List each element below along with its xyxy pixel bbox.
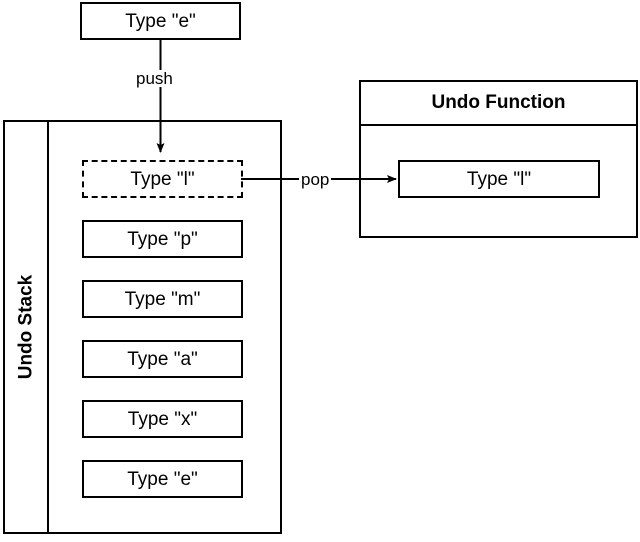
push-source-box: Type "e" xyxy=(80,2,241,40)
undo-stack-container: Undo Stack Type "l" Type "p" Type "m" Ty… xyxy=(3,120,282,534)
undo-function-panel: Undo Function Type "l" xyxy=(359,80,638,238)
stack-item-top: Type "l" xyxy=(82,160,243,198)
stack-item: Type "x" xyxy=(82,400,243,438)
undo-function-title: Undo Function xyxy=(361,82,636,126)
undo-stack-label-cell: Undo Stack xyxy=(5,122,49,532)
undo-stack-label: Undo Stack xyxy=(15,274,36,380)
stack-item: Type "m" xyxy=(82,280,243,318)
pop-edge-label: pop xyxy=(299,170,332,189)
stack-item: Type "a" xyxy=(82,340,243,378)
push-edge-label: push xyxy=(134,69,175,88)
stack-item: Type "p" xyxy=(82,220,243,258)
stack-item-bottom: Type "e" xyxy=(82,460,243,498)
undo-function-action-box: Type "l" xyxy=(398,160,600,198)
